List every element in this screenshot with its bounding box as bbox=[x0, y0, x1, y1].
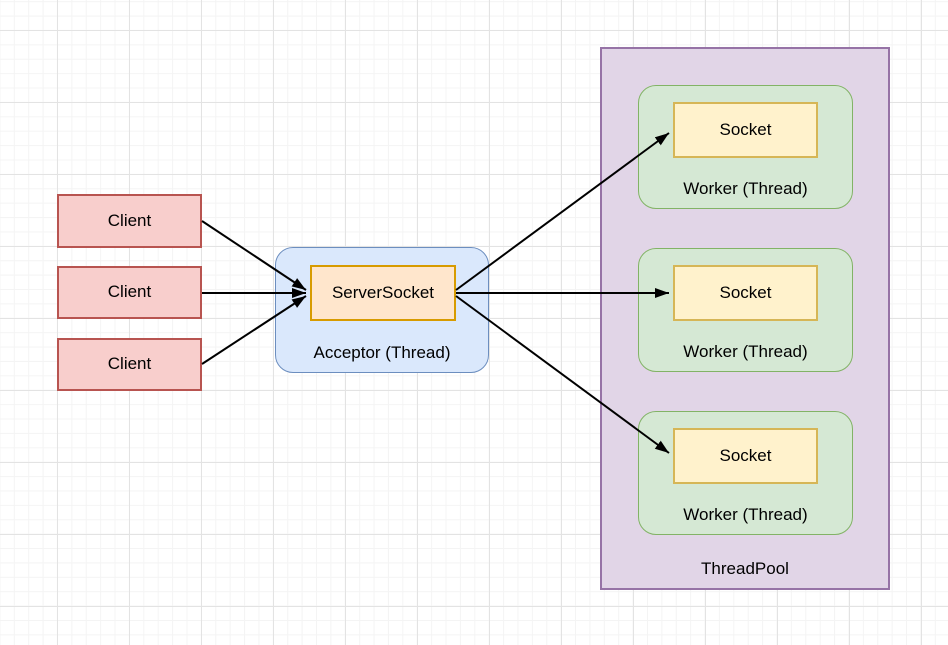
client-node-3: Client bbox=[57, 338, 202, 391]
worker-thread-label: Worker (Thread) bbox=[683, 504, 808, 524]
socket-node-2: Socket bbox=[673, 265, 818, 321]
socket-node-3: Socket bbox=[673, 428, 818, 484]
socket-label: Socket bbox=[719, 119, 772, 139]
client-label: Client bbox=[107, 210, 152, 230]
client-label: Client bbox=[107, 354, 152, 374]
worker-thread-label: Worker (Thread) bbox=[683, 341, 808, 361]
client-label: Client bbox=[107, 282, 152, 302]
worker-thread-label: Worker (Thread) bbox=[683, 178, 808, 198]
acceptor-thread-label: Acceptor (Thread) bbox=[313, 342, 451, 362]
threadpool-label: ThreadPool bbox=[701, 558, 789, 578]
socket-node-1: Socket bbox=[673, 102, 818, 158]
socket-label: Socket bbox=[719, 282, 772, 302]
client-node-1: Client bbox=[57, 194, 202, 248]
client-node-2: Client bbox=[57, 266, 202, 319]
server-socket-label: ServerSocket bbox=[331, 282, 435, 302]
server-socket-node: ServerSocket bbox=[310, 265, 456, 321]
socket-label: Socket bbox=[719, 445, 772, 465]
